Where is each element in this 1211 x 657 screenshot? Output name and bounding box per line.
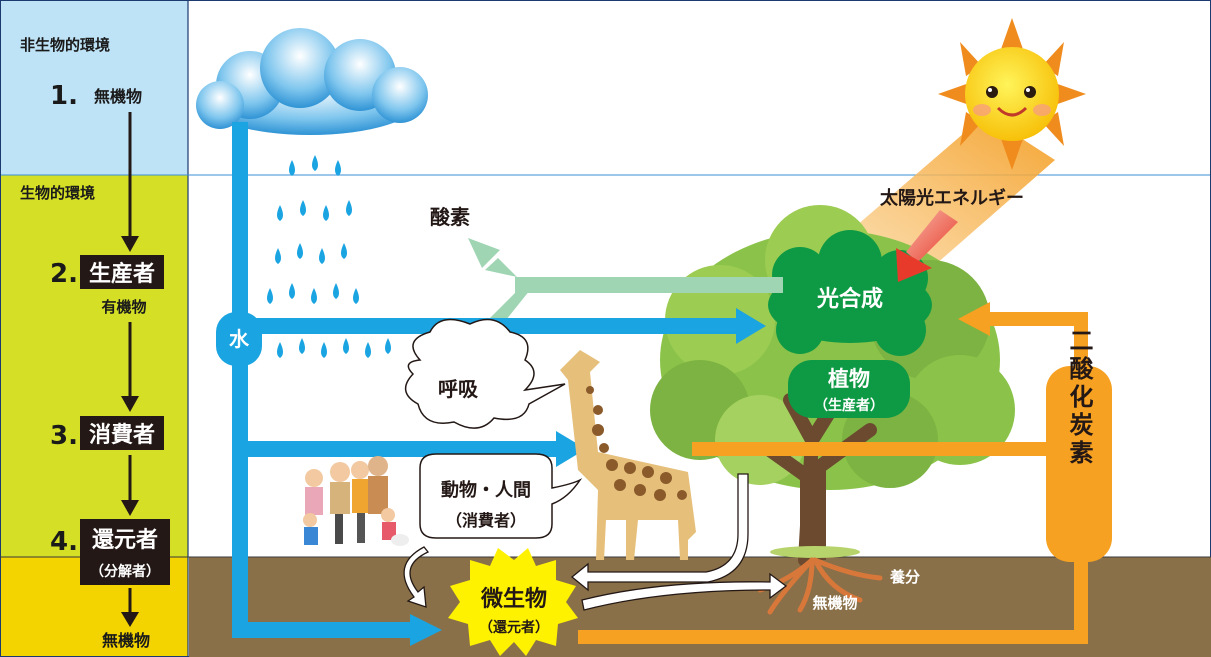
respiration-label: 呼吸 — [438, 377, 479, 401]
consumers-label: 動物・人間 — [441, 479, 531, 501]
step2-number: 2. — [50, 259, 78, 289]
step4-sub: （分解者） — [90, 563, 160, 580]
sunlight-arrow — [896, 210, 958, 282]
step3-number: 3. — [50, 421, 78, 451]
abiotic-band — [0, 0, 188, 175]
step2-label: 生産者 — [89, 261, 155, 287]
step3-box — [80, 416, 164, 450]
decomposition-arrows — [403, 473, 788, 611]
sun-energy-label: 太陽光エネルギー — [880, 187, 1024, 209]
sidebar-flow-arrows — [121, 112, 139, 627]
step4-number: 4. — [50, 527, 78, 557]
step2-box — [80, 255, 164, 289]
microbe-sub-label: （還元者） — [479, 619, 549, 636]
step3-label: 消費者 — [89, 423, 155, 448]
tree-roots — [757, 557, 883, 615]
svg-text:二酸化炭素: 二酸化炭素 — [1065, 328, 1093, 468]
microbe-badge — [448, 548, 578, 656]
co2-badge — [1046, 366, 1112, 562]
water-label: 水 — [229, 327, 250, 351]
co2-vertical-text: 二酸化炭素 — [1065, 328, 1093, 468]
nutrients-label: 養分 — [889, 568, 920, 586]
family-illustration — [303, 456, 409, 546]
microbe-label: 微生物 — [480, 586, 547, 612]
step2-sub: 有機物 — [101, 298, 146, 316]
photosynthesis-label: 光合成 — [816, 286, 883, 312]
soil-inorganic-label: 無機物 — [812, 594, 857, 612]
water-arrows — [232, 122, 766, 646]
plant-label: 植物 — [828, 367, 870, 391]
consumers-bubble — [419, 453, 583, 539]
step1-number: 1. — [50, 81, 78, 111]
raindrops — [267, 155, 391, 358]
bottom-inorganic-label: 無機物 — [102, 631, 150, 650]
giraffe-illustration — [560, 350, 696, 560]
step4-box — [80, 519, 170, 585]
sun-icon — [938, 18, 1086, 170]
plant-sub-label: （生産者） — [814, 397, 884, 414]
step4-label: 還元者 — [92, 528, 158, 553]
oxygen-label: 酸素 — [430, 205, 470, 229]
biotic-band — [0, 175, 188, 557]
plant-badge — [788, 360, 910, 418]
step1-label: 無機物 — [94, 87, 142, 106]
water-badge — [216, 312, 262, 366]
biotic-label: 生物的環境 — [20, 184, 95, 202]
abiotic-label: 非生物的環境 — [20, 36, 110, 54]
consumers-sub-label: （消費者） — [446, 511, 526, 530]
rain-cloud-icon — [196, 28, 428, 135]
respiration-bubble — [404, 318, 566, 429]
